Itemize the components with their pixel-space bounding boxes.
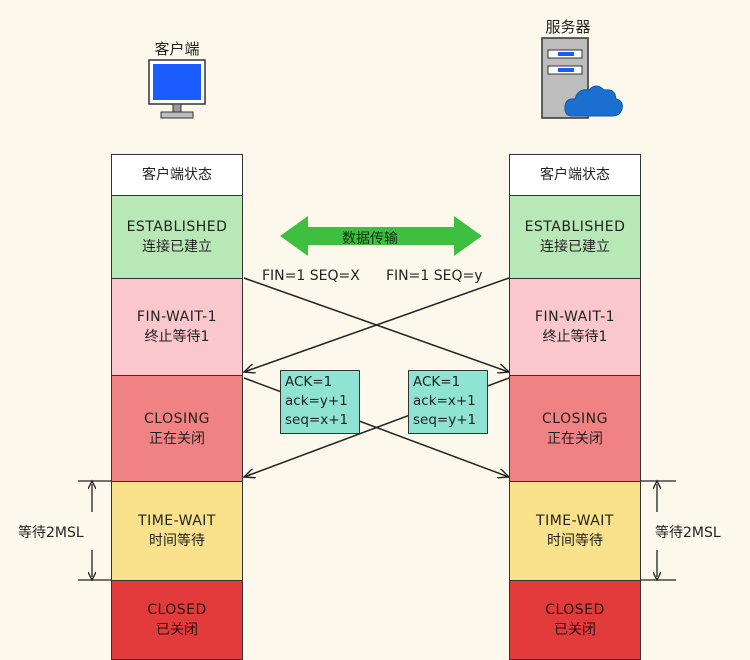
data-transfer-arrow — [280, 216, 482, 256]
client-state-fin-wait-1: FIN-WAIT-1 终止等待1 — [111, 278, 243, 376]
client-state-closing: CLOSING 正在关闭 — [111, 375, 243, 482]
server-title: 服务器 — [545, 18, 591, 36]
client-title: 客户端 — [154, 40, 200, 58]
wait-2msl-label-left: 等待2MSL — [18, 522, 84, 542]
ack-box-right: ACK=1 ack=x+1 seq=y+1 — [408, 370, 488, 434]
server-state-fin-wait-1: FIN-WAIT-1 终止等待1 — [509, 278, 641, 376]
server-cloud-icon — [541, 37, 623, 119]
ack-box-left: ACK=1 ack=y+1 seq=x+1 — [280, 370, 360, 434]
server-state-header: 客户端状态 — [509, 154, 641, 196]
fin-label-client: FIN=1 SEQ=X — [262, 268, 360, 284]
server-state-closing: CLOSING 正在关闭 — [509, 375, 641, 482]
monitor-icon — [148, 59, 206, 119]
client-state-time-wait: TIME-WAIT 时间等待 — [111, 481, 243, 581]
client-state-established: ESTABLISHED 连接已建立 — [111, 195, 243, 279]
server-state-established: ESTABLISHED 连接已建立 — [509, 195, 641, 279]
data-transfer-label: 数据传输 — [342, 231, 398, 247]
fin-label-server: FIN=1 SEQ=y — [386, 268, 483, 284]
client-state-closed: CLOSED 已关闭 — [111, 580, 243, 660]
server-state-closed: CLOSED 已关闭 — [509, 580, 641, 660]
server-state-time-wait: TIME-WAIT 时间等待 — [509, 481, 641, 581]
wait-2msl-label-right: 等待2MSL — [655, 522, 721, 542]
fin-arrow-server-to-client — [244, 277, 510, 372]
